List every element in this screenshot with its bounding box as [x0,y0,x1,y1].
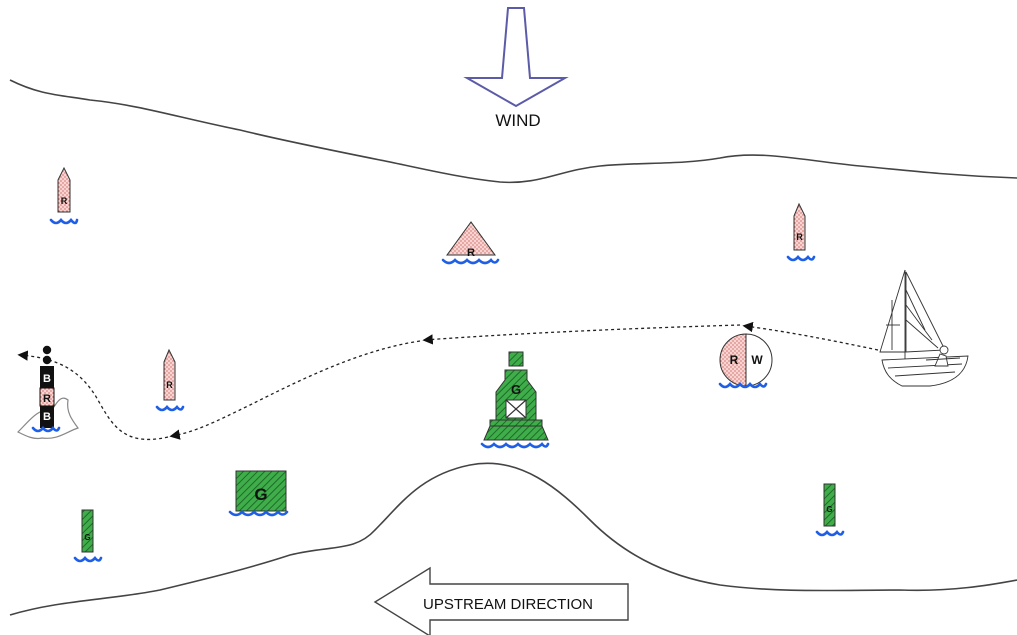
wind-arrow-icon [463,7,569,108]
svg-text:G: G [254,485,267,504]
svg-text:R: R [796,232,803,242]
wave-icon [31,425,61,433]
svg-text:B: B [43,373,51,385]
svg-text:G: G [511,382,521,397]
isolated-danger-buoy: B R B [16,345,79,440]
wave-icon [73,555,103,563]
wave-icon [49,217,79,225]
svg-text:R: R [730,353,739,367]
upstream-arrow-icon [373,566,629,635]
wave-icon [718,381,768,389]
south-shoreline [9,462,1017,616]
red-spar-buoy: R [49,166,79,225]
wave-icon [480,442,550,449]
svg-text:W: W [751,353,763,367]
wave-icon [786,254,816,262]
svg-text:R: R [467,247,475,259]
svg-text:B: B [43,411,51,423]
course-route [169,340,421,440]
red-nun-buoy: R [441,221,500,265]
green-lighted-buoy: G [480,351,550,449]
wave-icon [228,510,289,517]
wave-icon [441,258,500,265]
green-spar-buoy: G [73,509,103,563]
wave-icon [815,529,845,537]
red-spar-buoy: R [155,348,185,412]
svg-text:G: G [826,505,832,514]
green-spar-buoy: G [815,483,845,537]
green-can-buoy: G [228,470,289,517]
wave-icon [155,404,185,412]
wind-label: WIND [495,111,540,130]
svg-text:R: R [43,393,51,405]
red-spar-buoy: R [786,202,816,262]
svg-text:R: R [61,196,68,206]
svg-text:G: G [84,533,90,542]
sailboat-icon [879,269,969,387]
svg-text:R: R [166,380,173,390]
course-route [742,321,879,351]
upstream-direction-label: UPSTREAM DIRECTION [423,596,593,613]
red-white-safe-water-buoy: R W [718,333,773,389]
north-shoreline [9,79,1017,184]
course-route [422,324,741,345]
